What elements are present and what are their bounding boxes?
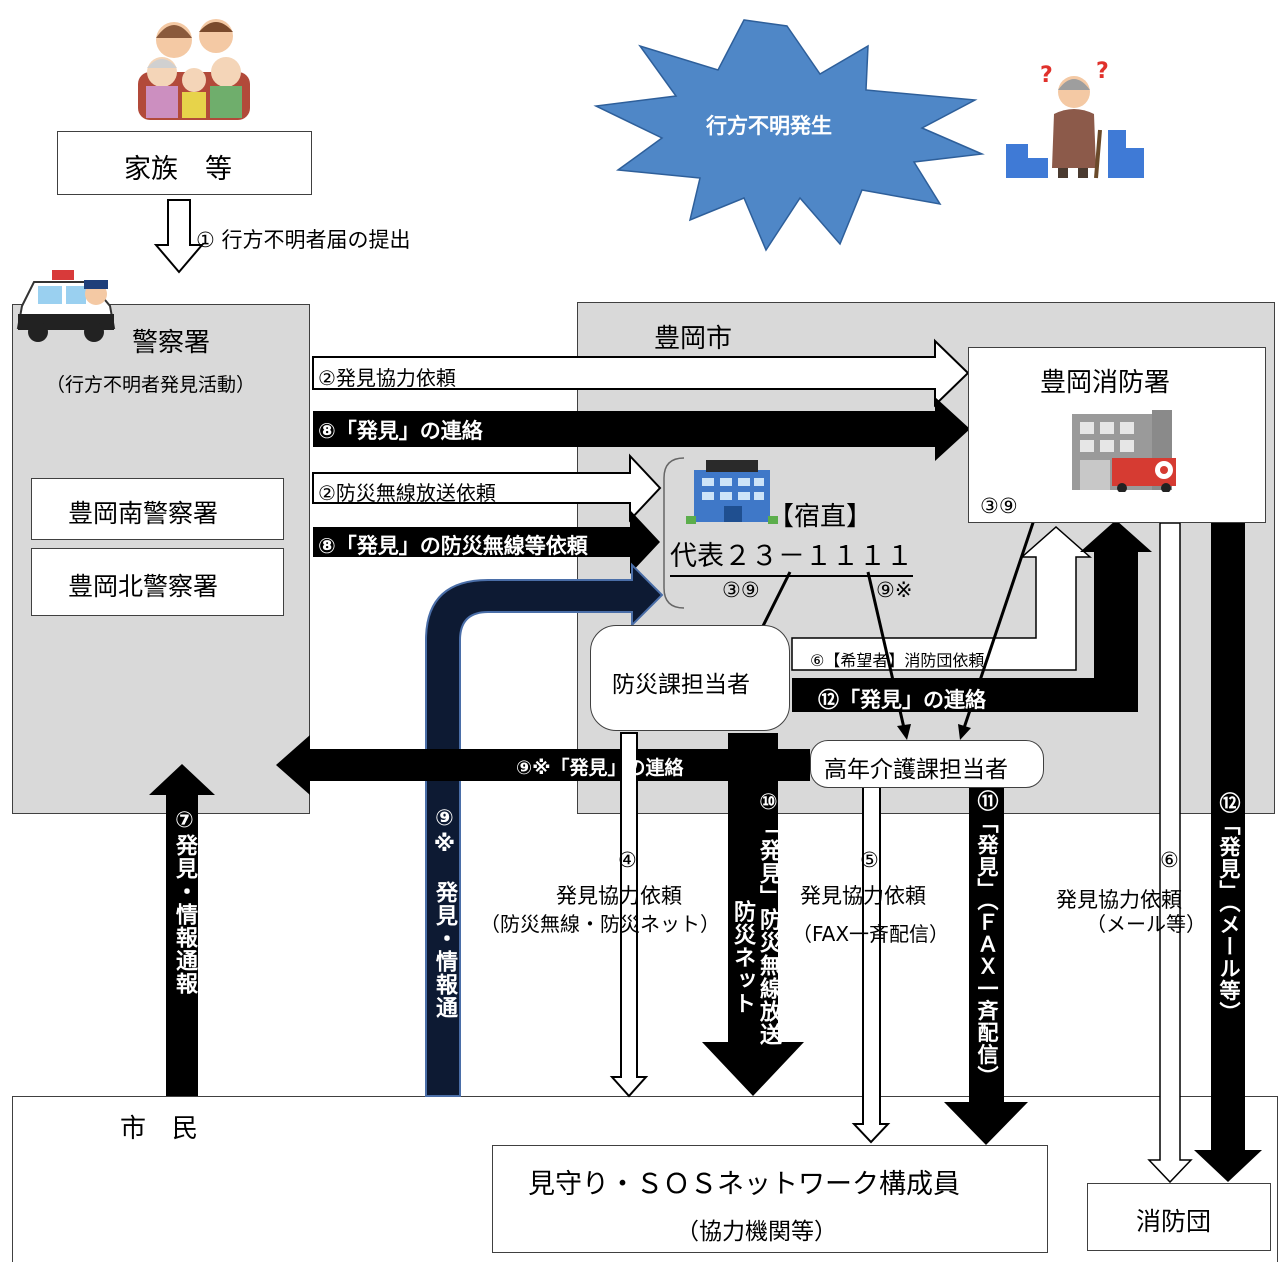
arrow-2-request-icon [312,338,970,408]
arrow-6-num: ⑥ [1160,848,1179,872]
city-hall-duty: 【宿直】 [768,502,873,532]
arrow-8-found-label: ⑧「発見」の連絡 [318,419,483,443]
city-title: 豊岡市 [654,324,733,354]
family-illustration-icon [136,10,252,122]
arrow-8-found-icon [313,397,970,461]
arrow-6-brigade-icon [791,525,1092,671]
station-north-label: 豊岡北警察署 [68,572,219,601]
network-line1: 見守り・ＳＯＳネットワーク構成員 [528,1169,960,1200]
fire-station-note: ③⑨ [980,494,1018,518]
arrow-1-icon [153,199,205,274]
arrow-9-report-label: ⑨※ 発見・情報通 [432,806,457,1019]
arrow-6-line2: （メール等） [1086,912,1206,936]
arrow-4-num: ④ [618,848,637,872]
arrow-2-radio-label: ②防災無線放送依頼 [318,481,496,505]
arrow-2-request-label: ②発見協力依頼 [318,366,456,390]
city-hall-note-right: ⑨※ [876,578,913,602]
arrow-6-icon [1147,522,1193,1184]
family-label: 家族 等 [124,154,232,185]
city-hall-note-left: ③⑨ [722,578,760,602]
network-box [492,1145,1048,1253]
brigade-box [1087,1183,1271,1251]
arrow-12-mail-icon [1194,523,1262,1182]
arrow-6-brigade-label: ⑥【希望者】消防団依頼 [810,651,985,670]
arrow-12-found-label: ⑫「発見」の連絡 [818,688,986,712]
city-hall-icon [686,458,778,524]
police-title: 警察署 [132,328,211,358]
fire-station-icon [1068,408,1188,492]
arrow-9-found-label: ⑨※「発見」の連絡 [516,757,684,779]
arrow-5-icon [851,785,891,1144]
arrow-8-radio-icon [313,510,660,574]
step1-label: ① 行方不明者届の提出 [196,228,411,252]
police-car-icon [14,268,118,346]
elderly-staff-label: 高年介護課担当者 [824,757,1008,783]
arrow-8-radio-label: ⑧「発見」の防災無線等依頼 [318,534,588,558]
station-south-box [31,478,284,540]
svg-text:?: ? [1040,63,1053,88]
police-subtitle: （行方不明者発見活動） [46,374,256,396]
arrow-7-icon [149,764,215,1096]
station-south-label: 豊岡南警察署 [68,499,219,528]
arrow-4-line2: （防災無線・防災ネット） [480,912,720,936]
disaster-staff-label: 防災課担当者 [612,672,750,698]
elderly-staff-box [810,740,1044,788]
disaster-staff-box [590,625,790,731]
arrow-7-label: ⑦発見・情報通報 [172,808,197,995]
lost-elderly-icon: ? ? [1004,60,1146,182]
brigade-label: 消防団 [1136,1207,1212,1236]
burst-label: 行方不明発生 [706,114,832,138]
arrow-6-line1: 発見協力依頼 [1056,888,1182,912]
citizens-label: 市 民 [120,1114,199,1144]
arrow-2-radio-icon [312,453,662,523]
arrow-9-found-icon [276,735,810,795]
arrow-10-icon [702,733,804,1096]
arrow-9-report-icon [425,562,664,1097]
arrow-4-icon [609,732,649,1098]
arrow-10-label: ⑩「発見」防災無線放送 [756,790,781,1046]
arrow-12-found-icon [792,520,1152,712]
arrow-5-line2: （FAX一斉配信） [792,922,950,946]
arrow-4-line1: 発見協力依頼 [556,884,682,908]
arrow-11-label: ⑪「発見」（ＦＡＸ一斉配信） [975,790,999,1088]
arrow-10-label-b: 防災ネット [730,900,755,1015]
network-line2: （協力機関等） [676,1219,837,1245]
fire-station-title: 豊岡消防署 [1040,368,1171,398]
city-hall-phone: 代表２３－１１１１ [670,534,913,577]
arrow-12-mail-label: ⑫「発見」（メール等） [1217,792,1241,1024]
svg-text:?: ? [1096,60,1109,84]
arrow-11-icon [944,786,1028,1145]
family-box [57,131,312,195]
arrow-5-num: ⑤ [860,848,879,872]
arrow-5-line1: 発見協力依頼 [800,884,926,908]
station-north-box [31,548,284,616]
